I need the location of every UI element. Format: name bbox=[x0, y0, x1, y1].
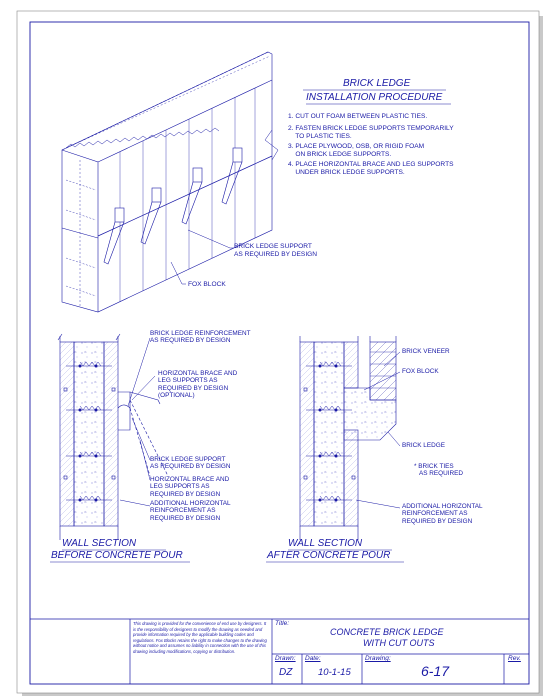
procedure-step: 3. PLACE PLYWOOD, OSB, OR RIGID FOAM ON … bbox=[288, 143, 424, 159]
drawing-label: Drawing: bbox=[365, 655, 391, 662]
drawn-label: Drawn: bbox=[275, 655, 296, 662]
after-label-line: REQUIRED BY DESIGN bbox=[402, 517, 473, 525]
after-caption-line1: WALL SECTION bbox=[288, 538, 363, 549]
after-label-line: REINFORCEMENT AS bbox=[402, 510, 468, 518]
section-after bbox=[299, 336, 401, 540]
before-label-line: BRICK LEDGE REINFORCEMENT bbox=[150, 330, 251, 337]
procedure-step: 1. CUT OUT FOAM BETWEEN PLASTIC TIES. bbox=[288, 113, 427, 121]
after-label-line: BRICK VENEER bbox=[402, 348, 450, 355]
before-label-line: REQUIRED BY DESIGN bbox=[158, 384, 229, 392]
after-label-line: FOX BLOCK bbox=[402, 368, 439, 375]
before-label-line: LEG SUPPORTS AS bbox=[158, 377, 218, 385]
procedure-title-line1: BRICK LEDGE bbox=[343, 78, 411, 89]
rev-label: Rev. bbox=[508, 655, 521, 662]
procedure-step: 4. PLACE HORIZONTAL BRACE AND LEG SUPPOR… bbox=[288, 161, 454, 177]
section-before bbox=[57, 333, 169, 540]
procedure-step-line: 2. FASTEN BRICK LEDGE SUPPORTS TEMPORARI… bbox=[288, 125, 454, 132]
title-block bbox=[30, 618, 529, 684]
procedure-step-line: 4. PLACE HORIZONTAL BRACE AND LEG SUPPOR… bbox=[288, 161, 454, 168]
iso-support-line: AS REQUIRED BY DESIGN bbox=[234, 250, 318, 258]
procedure-step-line: 3. PLACE PLYWOOD, OSB, OR RIGID FOAM bbox=[288, 143, 425, 150]
after-label-line: ADDITIONAL HORIZONTAL bbox=[402, 503, 483, 510]
drawing-number: 6-17 bbox=[421, 663, 450, 679]
before-label-line: AS REQUIRED BY DESIGN bbox=[150, 463, 231, 471]
procedure-step-line: ON BRICK LEDGE SUPPORTS. bbox=[288, 150, 392, 158]
drawing-border bbox=[29, 21, 530, 685]
procedure-step-line: TO PLASTIC TIES. bbox=[288, 132, 352, 140]
before-label-line: REQUIRED BY DESIGN bbox=[150, 514, 221, 522]
after-caption-line2: AFTER CONCRETE POUR bbox=[267, 550, 391, 561]
before-label-line: REQUIRED BY DESIGN bbox=[150, 490, 221, 498]
procedure-step: 2. FASTEN BRICK LEDGE SUPPORTS TEMPORARI… bbox=[288, 125, 454, 141]
after-label: FOX BLOCK bbox=[402, 368, 439, 375]
date-label: Date: bbox=[305, 655, 321, 662]
before-label-line: ADDITIONAL HORIZONTAL bbox=[150, 500, 231, 507]
drawing-title-line1: CONCRETE BRICK LEDGE bbox=[330, 627, 444, 637]
before-label-line: (OPTIONAL) bbox=[158, 392, 195, 400]
before-label-line: BRICK LEDGE SUPPORT bbox=[150, 456, 226, 463]
after-label: * BRICK TIES AS REQUIRED bbox=[414, 463, 463, 478]
before-caption-line1: WALL SECTION bbox=[62, 538, 137, 549]
before-label-line: HORIZONTAL BRACE AND bbox=[158, 370, 238, 377]
after-label-line: AS REQUIRED bbox=[414, 470, 464, 478]
before-caption-line2: BEFORE CONCRETE POUR bbox=[51, 550, 183, 561]
after-label: BRICK VENEER bbox=[402, 348, 450, 355]
after-label-line: BRICK LEDGE bbox=[402, 442, 445, 449]
after-label-line: * BRICK TIES bbox=[414, 463, 454, 470]
procedure-title-line2: INSTALLATION PROCEDURE bbox=[306, 92, 443, 103]
iso-block-line: FOX BLOCK bbox=[188, 281, 226, 288]
drawing-title-line2: WITH CUT OUTS bbox=[363, 638, 435, 648]
procedure-step-line: 1. CUT OUT FOAM BETWEEN PLASTIC TIES. bbox=[288, 113, 428, 120]
before-label-line: LEG SUPPORTS AS bbox=[150, 483, 210, 491]
iso-support-line: BRICK LEDGE SUPPORT bbox=[234, 243, 312, 250]
date-value: 10-1-15 bbox=[318, 667, 351, 678]
before-label-line: HORIZONTAL BRACE AND bbox=[150, 476, 230, 483]
procedure-step-line: UNDER BRICK LEDGE SUPPORTS. bbox=[288, 168, 405, 176]
iso-label-fox-block: FOX BLOCK bbox=[188, 281, 226, 289]
disclaimer-text: This drawing is provided for the conveni… bbox=[133, 621, 267, 654]
before-label-line: REINFORCEMENT AS bbox=[150, 507, 216, 515]
before-label-line: AS REQUIRED BY DESIGN bbox=[150, 337, 231, 345]
after-label: BRICK LEDGE bbox=[402, 442, 445, 449]
caption-underlines bbox=[50, 89, 451, 563]
title-label: Title: bbox=[275, 620, 290, 627]
drawn-value: DZ bbox=[279, 667, 293, 678]
isometric-wall bbox=[61, 51, 279, 313]
